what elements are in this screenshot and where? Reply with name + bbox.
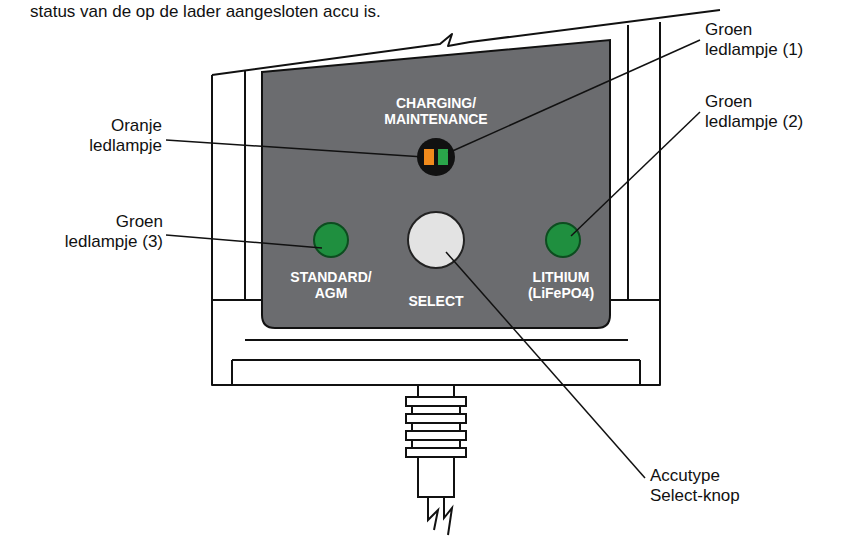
callout-label: Accutype Select-knop xyxy=(650,466,770,506)
leader-line xyxy=(166,140,424,157)
cable-break xyxy=(428,497,452,535)
housing-rail xyxy=(245,70,262,300)
green-led xyxy=(546,223,580,257)
leader-line xyxy=(571,112,700,236)
callout-label: Oranje ledlampje xyxy=(62,116,162,156)
caption-fragment: status van de op de lader aangesloten ac… xyxy=(30,2,590,22)
control-panel xyxy=(262,40,610,328)
housing-outline xyxy=(212,22,660,385)
housing-base xyxy=(232,340,640,360)
callout-label: Groen ledlampje (3) xyxy=(45,212,163,252)
housing-base xyxy=(232,360,640,385)
panel-text: LITHIUM (LiFePO4) xyxy=(513,269,609,301)
green-led xyxy=(438,149,448,165)
cable xyxy=(406,385,466,497)
panel-text: STANDARD/ AGM xyxy=(283,269,379,301)
orange-led xyxy=(424,149,434,165)
green-led xyxy=(314,223,348,257)
panel-text: CHARGING/ MAINTENANCE xyxy=(361,95,511,127)
callout-label: Groen ledlampje (2) xyxy=(705,92,823,132)
leader-line xyxy=(448,40,700,153)
select-button xyxy=(408,212,464,268)
leader-line xyxy=(446,252,645,478)
callout-label: Groen ledlampje (1) xyxy=(705,20,823,60)
control-panel: CHARGING/ MAINTENANCE STANDARD/ AGM SELECT… xyxy=(262,40,610,328)
leader-line xyxy=(166,235,322,248)
panel-text: SELECT xyxy=(396,293,476,309)
housing-rail xyxy=(610,25,628,300)
